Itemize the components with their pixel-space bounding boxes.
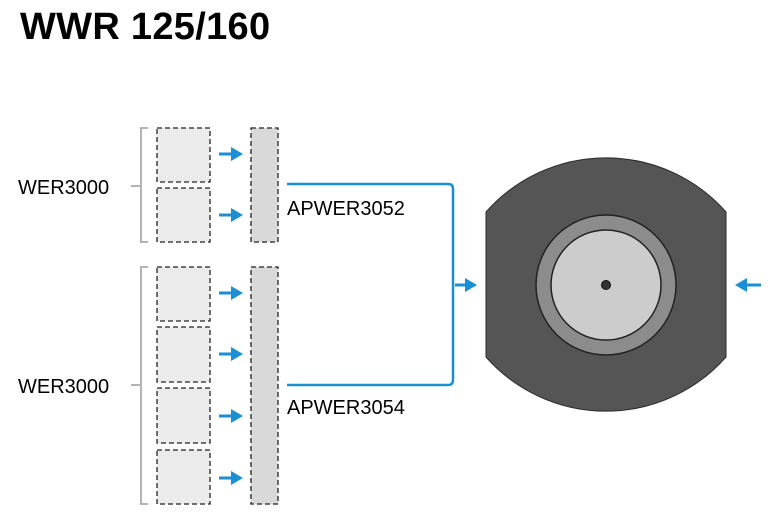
group-bracket: [140, 266, 148, 505]
arrow-right-icon: [219, 208, 243, 222]
arrow-right-icon: [219, 409, 243, 423]
arrow-right-icon: [219, 286, 243, 300]
group-bracket: [140, 127, 148, 243]
arrow-right-icon: [219, 347, 243, 361]
module-slot: [156, 326, 211, 383]
module-slot: [156, 266, 211, 322]
adapter-label: APWER3054: [287, 397, 405, 419]
center-point: [601, 280, 611, 290]
group-label: WER3000: [18, 177, 109, 199]
module-slot: [156, 387, 211, 444]
connector-line: [287, 182, 455, 387]
adapter-label: APWER3052: [287, 198, 405, 220]
arrow-left-icon: [735, 278, 761, 292]
arrow-right-icon: [455, 278, 477, 292]
unit-housing: [485, 157, 727, 412]
module-group-2: WER3000 APWER3054: [18, 266, 405, 505]
module-group-1: WER3000 APWER3052: [18, 127, 405, 243]
arrow-right-icon: [219, 471, 243, 485]
module-slot: [156, 449, 211, 505]
group-label: WER3000: [18, 376, 109, 398]
module-slot: [156, 127, 211, 183]
adapter-bar: [250, 266, 279, 505]
diagram-title: WWR 125/160: [20, 6, 271, 48]
arrow-right-icon: [219, 147, 243, 161]
module-slot: [156, 187, 211, 243]
adapter-bar: [250, 127, 279, 243]
